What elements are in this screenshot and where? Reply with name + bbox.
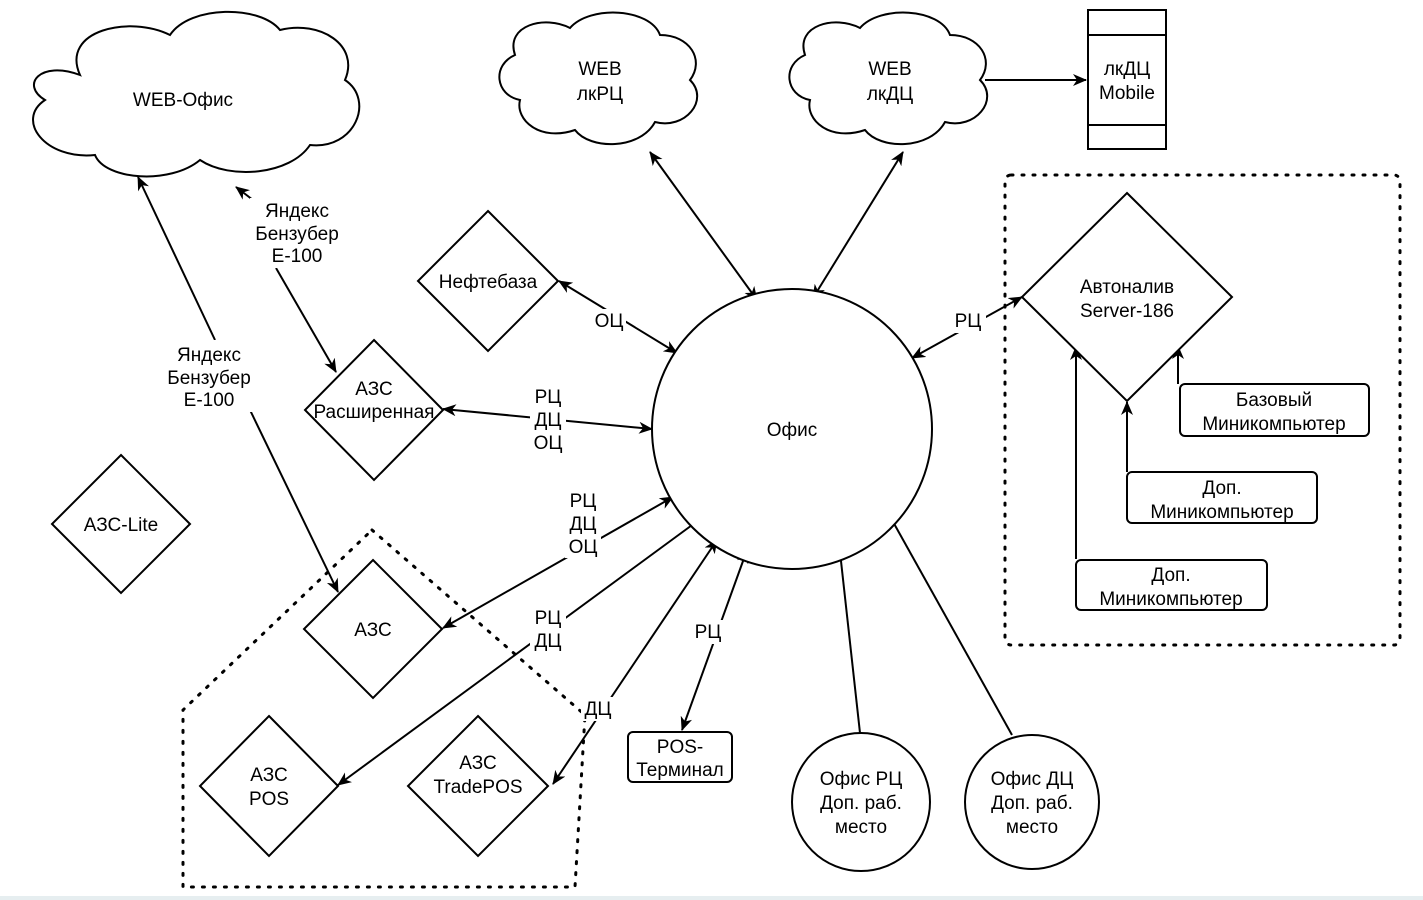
bottom-edge: [0, 896, 1423, 900]
node-autonaliv-server[interactable]: Автоналив Server-186: [1020, 191, 1234, 403]
pos-terminal-label-1: POS-: [657, 737, 703, 758]
lkdc-mobile-label-1: лкДЦ: [1104, 59, 1150, 80]
node-web-lkrc[interactable]: WEB лкРЦ: [498, 11, 698, 146]
edge-label-yandex-upper-1: Яндекс: [265, 201, 329, 222]
azs-extended-label-2: Расширенная: [314, 402, 435, 423]
node-base-minicomputer[interactable]: Базовый Миникомпьютер: [1179, 383, 1370, 437]
edge-label-azs-1: РЦ: [570, 491, 597, 512]
node-extra-minicomputer-1[interactable]: Доп. Миникомпьютер: [1126, 471, 1318, 524]
office-rc-label-3: место: [835, 817, 887, 838]
web-office-label: WEB-Офис: [133, 90, 233, 111]
edge-label-tradepos: ДЦ: [585, 699, 612, 720]
autonaliv-label-2: Server-186: [1080, 301, 1174, 322]
node-web-office[interactable]: WEB-Офис: [32, 10, 361, 178]
edge-office-web-lkrc: [649, 151, 758, 301]
autonaliv-label-1: Автоналив: [1080, 277, 1174, 298]
edge-labels: Яндекс Бензубер Е-100 Яндекс Бензубер Е-…: [160, 198, 986, 721]
web-lkrc-label-2: лкРЦ: [577, 84, 623, 105]
edge-office-rc-workplace: [839, 551, 861, 734]
node-azs-pos[interactable]: АЗС POS: [198, 714, 340, 858]
node-pos-terminal[interactable]: POS- Терминал: [627, 731, 733, 783]
lkdc-mobile-label-2: Mobile: [1099, 83, 1155, 104]
node-azs-tradepos[interactable]: АЗС TradePOS: [406, 714, 550, 858]
azs-lite-label: АЗС-Lite: [84, 515, 158, 536]
edge-label-azs-extended-3: ОЦ: [534, 433, 563, 454]
azs-group-boundary: [181, 527, 587, 889]
edge-label-yandex-lower-1: Яндекс: [177, 345, 241, 366]
office-dc-label-1: Офис ДЦ: [991, 769, 1074, 790]
azs-extended-label-1: АЗС: [355, 379, 392, 400]
edge-office-web-lkdc: [812, 151, 904, 299]
node-azs-lite[interactable]: АЗС-Lite: [50, 453, 192, 595]
office-label: Офис: [767, 420, 818, 441]
node-neftebaza[interactable]: Нефтебаза: [416, 209, 560, 353]
edge-label-azs-3: ОЦ: [569, 537, 598, 558]
edge-label-azs-pos-1: РЦ: [535, 608, 562, 629]
office-rc-label-2: Доп. раб.: [820, 793, 902, 814]
extra-minicomputer-1-label-2: Миникомпьютер: [1150, 502, 1293, 523]
edge-label-yandex-upper-3: Е-100: [272, 246, 323, 267]
azs-label: АЗС: [354, 620, 391, 641]
pos-terminal-label-2: Терминал: [636, 760, 724, 781]
edge-yandex-web-office: [137, 176, 216, 341]
edge-yandex-azs-extended-upper: [235, 186, 254, 201]
edge-label-yandex-lower-3: Е-100: [184, 390, 235, 411]
web-lkdc-label-1: WEB: [868, 59, 911, 80]
azs-tradepos-label-2: TradePOS: [433, 777, 522, 798]
node-office-rc-workplace[interactable]: Офис РЦ Доп. раб. место: [791, 732, 931, 872]
base-minicomputer-label-1: Базовый: [1236, 390, 1312, 411]
web-lkdc-label-2: лкДЦ: [867, 84, 913, 105]
node-azs-extended[interactable]: АЗС Расширенная: [303, 338, 445, 482]
extra-minicomputer-1-label-1: Доп.: [1202, 478, 1241, 499]
edge-yandex-web-office-lower: [249, 409, 339, 593]
node-azs[interactable]: АЗС: [302, 558, 444, 700]
edge-label-azs-extended-1: РЦ: [535, 387, 562, 408]
edge-label-yandex-upper-2: Бензубер: [255, 224, 339, 245]
azs-tradepos-label-1: АЗС: [459, 753, 496, 774]
azs-pos-label-2: POS: [249, 789, 289, 810]
web-lkrc-label-1: WEB: [578, 59, 621, 80]
edge-office-dc-workplace: [891, 519, 1013, 736]
edge-tradepos-office: [552, 539, 718, 785]
edge-label-azs-2: ДЦ: [570, 514, 597, 535]
base-minicomputer-label-2: Миникомпьютер: [1202, 414, 1345, 435]
office-rc-label-1: Офис РЦ: [820, 769, 903, 790]
edge-label-autonaliv: РЦ: [955, 311, 982, 332]
edge-label-azs-extended-2: ДЦ: [535, 410, 562, 431]
edge-label-yandex-lower-2: Бензубер: [167, 368, 251, 389]
node-office[interactable]: Офис: [651, 288, 933, 570]
office-dc-label-2: Доп. раб.: [991, 793, 1073, 814]
node-lkdc-mobile[interactable]: лкДЦ Mobile: [1087, 9, 1167, 150]
neftebaza-label: Нефтебаза: [439, 272, 538, 293]
office-dc-label-3: место: [1006, 817, 1058, 838]
edge-label-azs-pos-2: ДЦ: [535, 631, 562, 652]
azs-pos-label-1: АЗС: [250, 765, 287, 786]
node-office-dc-workplace[interactable]: Офис ДЦ Доп. раб. место: [964, 734, 1100, 870]
node-extra-minicomputer-2[interactable]: Доп. Миникомпьютер: [1075, 559, 1268, 611]
node-web-lkdc[interactable]: WEB лкДЦ: [788, 11, 988, 146]
extra-minicomputer-2-label-1: Доп.: [1151, 565, 1190, 586]
extra-minicomputer-2-label-2: Миникомпьютер: [1099, 589, 1242, 610]
edge-yandex-azs-extended: [275, 267, 337, 373]
edge-label-neftebaza: ОЦ: [595, 311, 624, 332]
edge-label-pos-terminal: РЦ: [695, 622, 722, 643]
